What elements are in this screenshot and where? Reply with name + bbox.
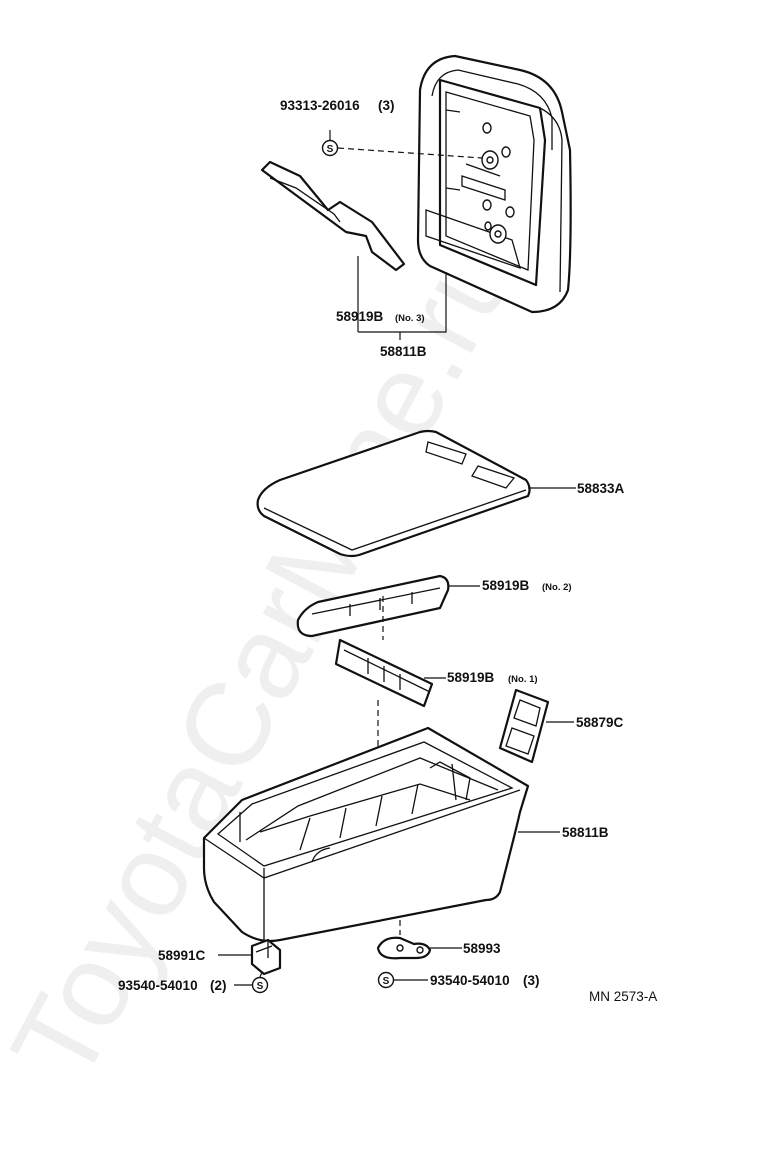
tray-number: 58879C bbox=[576, 715, 624, 730]
screw-right-symbol: S bbox=[377, 971, 395, 989]
lid-panel-small-sub: (No. 3) bbox=[395, 313, 425, 324]
partition-2-number: 58919B bbox=[482, 578, 530, 593]
screw-left-qty: (2) bbox=[210, 978, 227, 993]
lid-panel-small-drawing bbox=[260, 160, 406, 272]
bolt-top-symbol: S bbox=[321, 139, 339, 157]
partition-1-sub: (No. 1) bbox=[508, 674, 538, 685]
box-number: 58811B bbox=[562, 825, 609, 840]
clip-drawing bbox=[250, 938, 282, 976]
screw-right-qty: (3) bbox=[523, 973, 540, 988]
partition-2-drawing bbox=[296, 574, 450, 638]
svg-text:S: S bbox=[383, 976, 390, 987]
bolt-top-qty: (3) bbox=[378, 98, 395, 113]
lid-assembly-drawing bbox=[416, 54, 572, 314]
latch-number: 58993 bbox=[463, 941, 501, 956]
partition-1-drawing bbox=[334, 638, 434, 708]
screw-right-number: 93540-54010 bbox=[430, 973, 510, 988]
screw-left-number: 93540-54010 bbox=[118, 978, 198, 993]
svg-text:S: S bbox=[257, 981, 264, 992]
lid-assembly-number: 58811B bbox=[380, 344, 427, 359]
partition-2-sub: (No. 2) bbox=[542, 582, 572, 593]
box-drawing bbox=[202, 726, 530, 943]
screw-left-symbol: S bbox=[251, 976, 269, 994]
bolt-top-number: 93313-26016 bbox=[280, 98, 360, 113]
lid-panel-small-number: 58919B bbox=[336, 309, 384, 324]
svg-text:S: S bbox=[327, 144, 334, 155]
clip-number: 58991C bbox=[158, 948, 206, 963]
latch-drawing bbox=[376, 936, 432, 960]
drawing-code: MN 2573-A bbox=[589, 989, 657, 1004]
lid-top-number: 58833A bbox=[577, 481, 625, 496]
tray-drawing bbox=[498, 688, 550, 764]
partition-1-number: 58919B bbox=[447, 670, 495, 685]
